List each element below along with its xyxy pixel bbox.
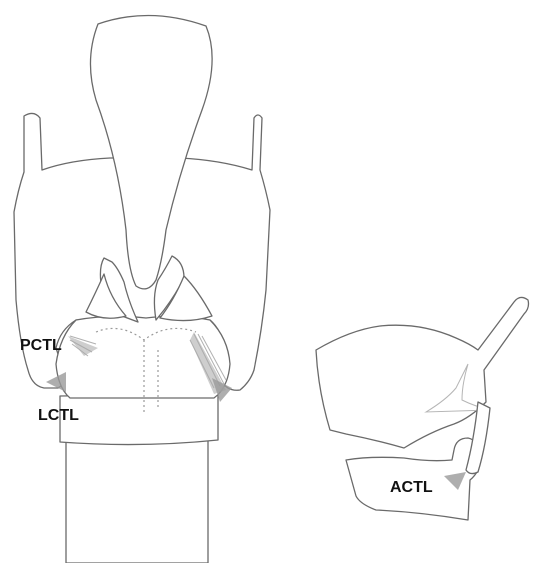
trachea <box>66 440 208 563</box>
label-pctl: PCTL <box>20 337 62 354</box>
label-actl: ACTL <box>390 479 433 496</box>
posterior-view <box>14 15 270 563</box>
label-lctl: LCTL <box>38 407 79 424</box>
cricoid-lamina <box>60 394 218 445</box>
thyroid-lamina-lateral <box>316 297 529 448</box>
